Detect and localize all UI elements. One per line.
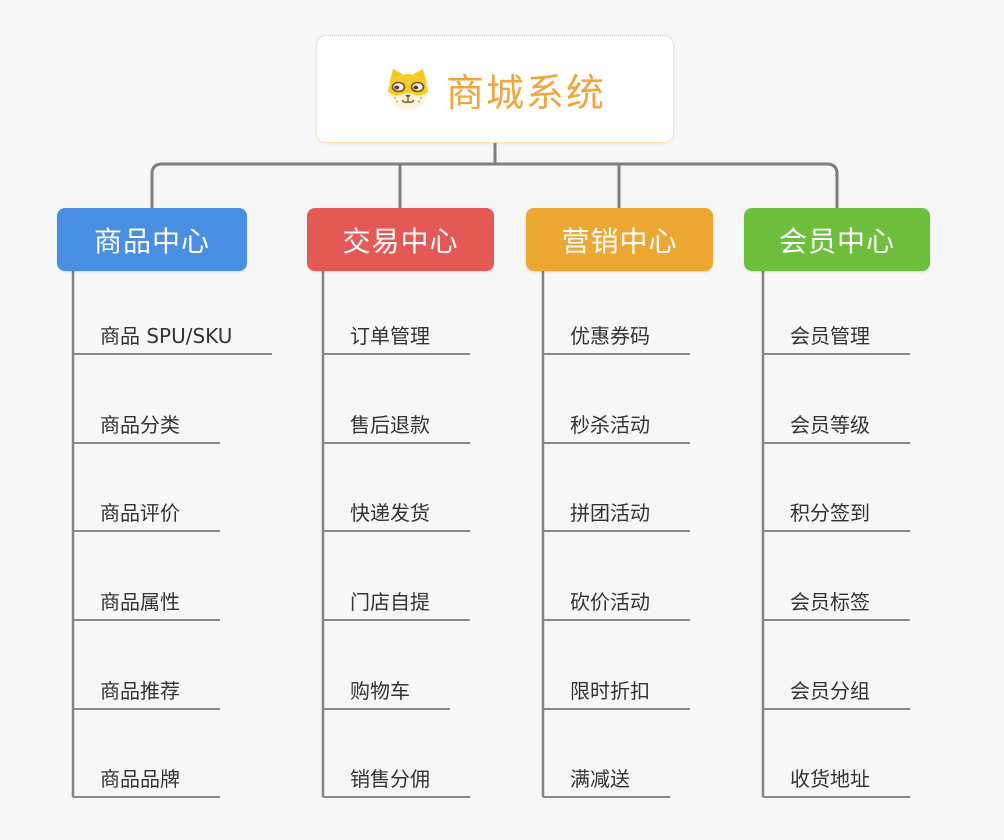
branch-node-product-center[interactable]: 商品中心 (57, 208, 247, 271)
leaf-node[interactable]: 快递发货 (323, 496, 470, 532)
leaf-node[interactable]: 积分签到 (763, 496, 910, 532)
leaf-node[interactable]: 订单管理 (323, 319, 470, 355)
leaf-node[interactable]: 商品 SPU/SKU (73, 319, 273, 355)
root-label: 商城系统 (445, 70, 606, 115)
leaf-node[interactable]: 优惠券码 (543, 319, 690, 355)
leaf-node[interactable]: 门店自提 (323, 585, 470, 621)
branch-node-marketing-center[interactable]: 营销中心 (526, 208, 713, 271)
leaf-node[interactable]: 商品品牌 (73, 762, 220, 798)
branch-node-member-center[interactable]: 会员中心 (744, 208, 930, 271)
leaf-node[interactable]: 售后退款 (323, 408, 470, 444)
leaf-node[interactable]: 收货地址 (763, 762, 910, 798)
leaf-node[interactable]: 会员等级 (763, 408, 910, 444)
root-node[interactable]: 商城系统 (316, 35, 674, 143)
leaf-node[interactable]: 商品属性 (73, 585, 220, 621)
leaf-node[interactable]: 砍价活动 (543, 585, 690, 621)
leaf-node[interactable]: 购物车 (323, 674, 450, 710)
leaf-node[interactable]: 限时折扣 (543, 674, 690, 710)
leaf-node[interactable]: 秒杀活动 (543, 408, 690, 444)
leaf-node[interactable]: 拼团活动 (543, 496, 690, 532)
leaf-node[interactable]: 商品评价 (73, 496, 220, 532)
leaf-node[interactable]: 满减送 (543, 762, 670, 798)
leaf-node[interactable]: 商品推荐 (73, 674, 220, 710)
leaf-node[interactable]: 会员标签 (763, 585, 910, 621)
leaf-node[interactable]: 会员分组 (763, 674, 910, 710)
leaf-node[interactable]: 会员管理 (763, 319, 910, 355)
dog-face-icon (387, 69, 428, 110)
branch-node-trade-center[interactable]: 交易中心 (307, 208, 494, 271)
leaf-node[interactable]: 销售分佣 (323, 762, 470, 798)
leaf-node[interactable]: 商品分类 (73, 408, 220, 444)
